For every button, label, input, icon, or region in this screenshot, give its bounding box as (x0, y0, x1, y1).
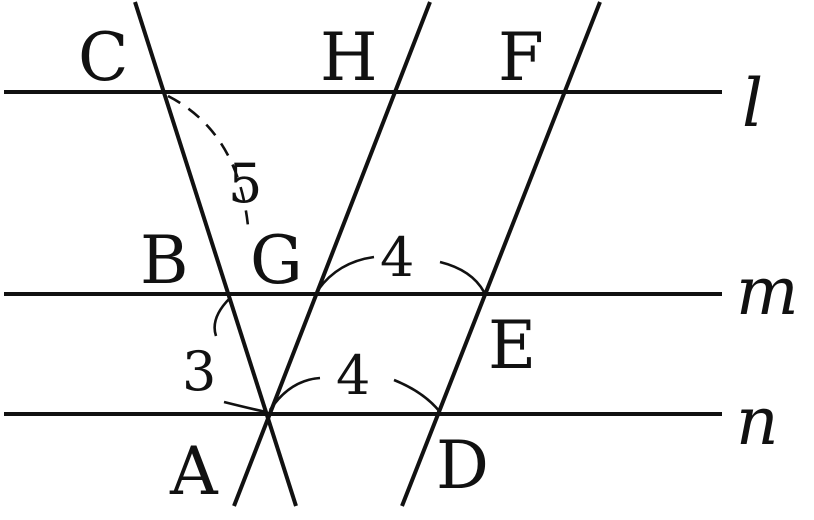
point-label-c: C (78, 19, 129, 96)
transversal-cba (133, 1, 298, 507)
transversal-hga (232, 1, 432, 507)
arc-ba (213, 297, 267, 414)
measure-ge: 4 (380, 226, 414, 289)
arc-cb (167, 94, 250, 227)
point-label-f: F (498, 19, 544, 96)
transversal-fed (400, 1, 602, 507)
arc-ad (268, 376, 442, 413)
point-label-g: G (250, 222, 303, 299)
measure-ba: 3 (182, 340, 216, 403)
point-label-d: D (436, 427, 489, 504)
point-label-e: E (488, 307, 536, 384)
line-label-n: n (736, 383, 779, 460)
measure-ad: 4 (336, 344, 370, 407)
arc-ge (316, 255, 486, 293)
line-label-m: m (736, 253, 799, 330)
measure-cb: 5 (228, 152, 262, 215)
point-label-b: B (140, 222, 189, 299)
point-label-h: H (320, 19, 378, 96)
line-label-l: l (742, 65, 763, 142)
point-label-a: A (169, 433, 219, 510)
